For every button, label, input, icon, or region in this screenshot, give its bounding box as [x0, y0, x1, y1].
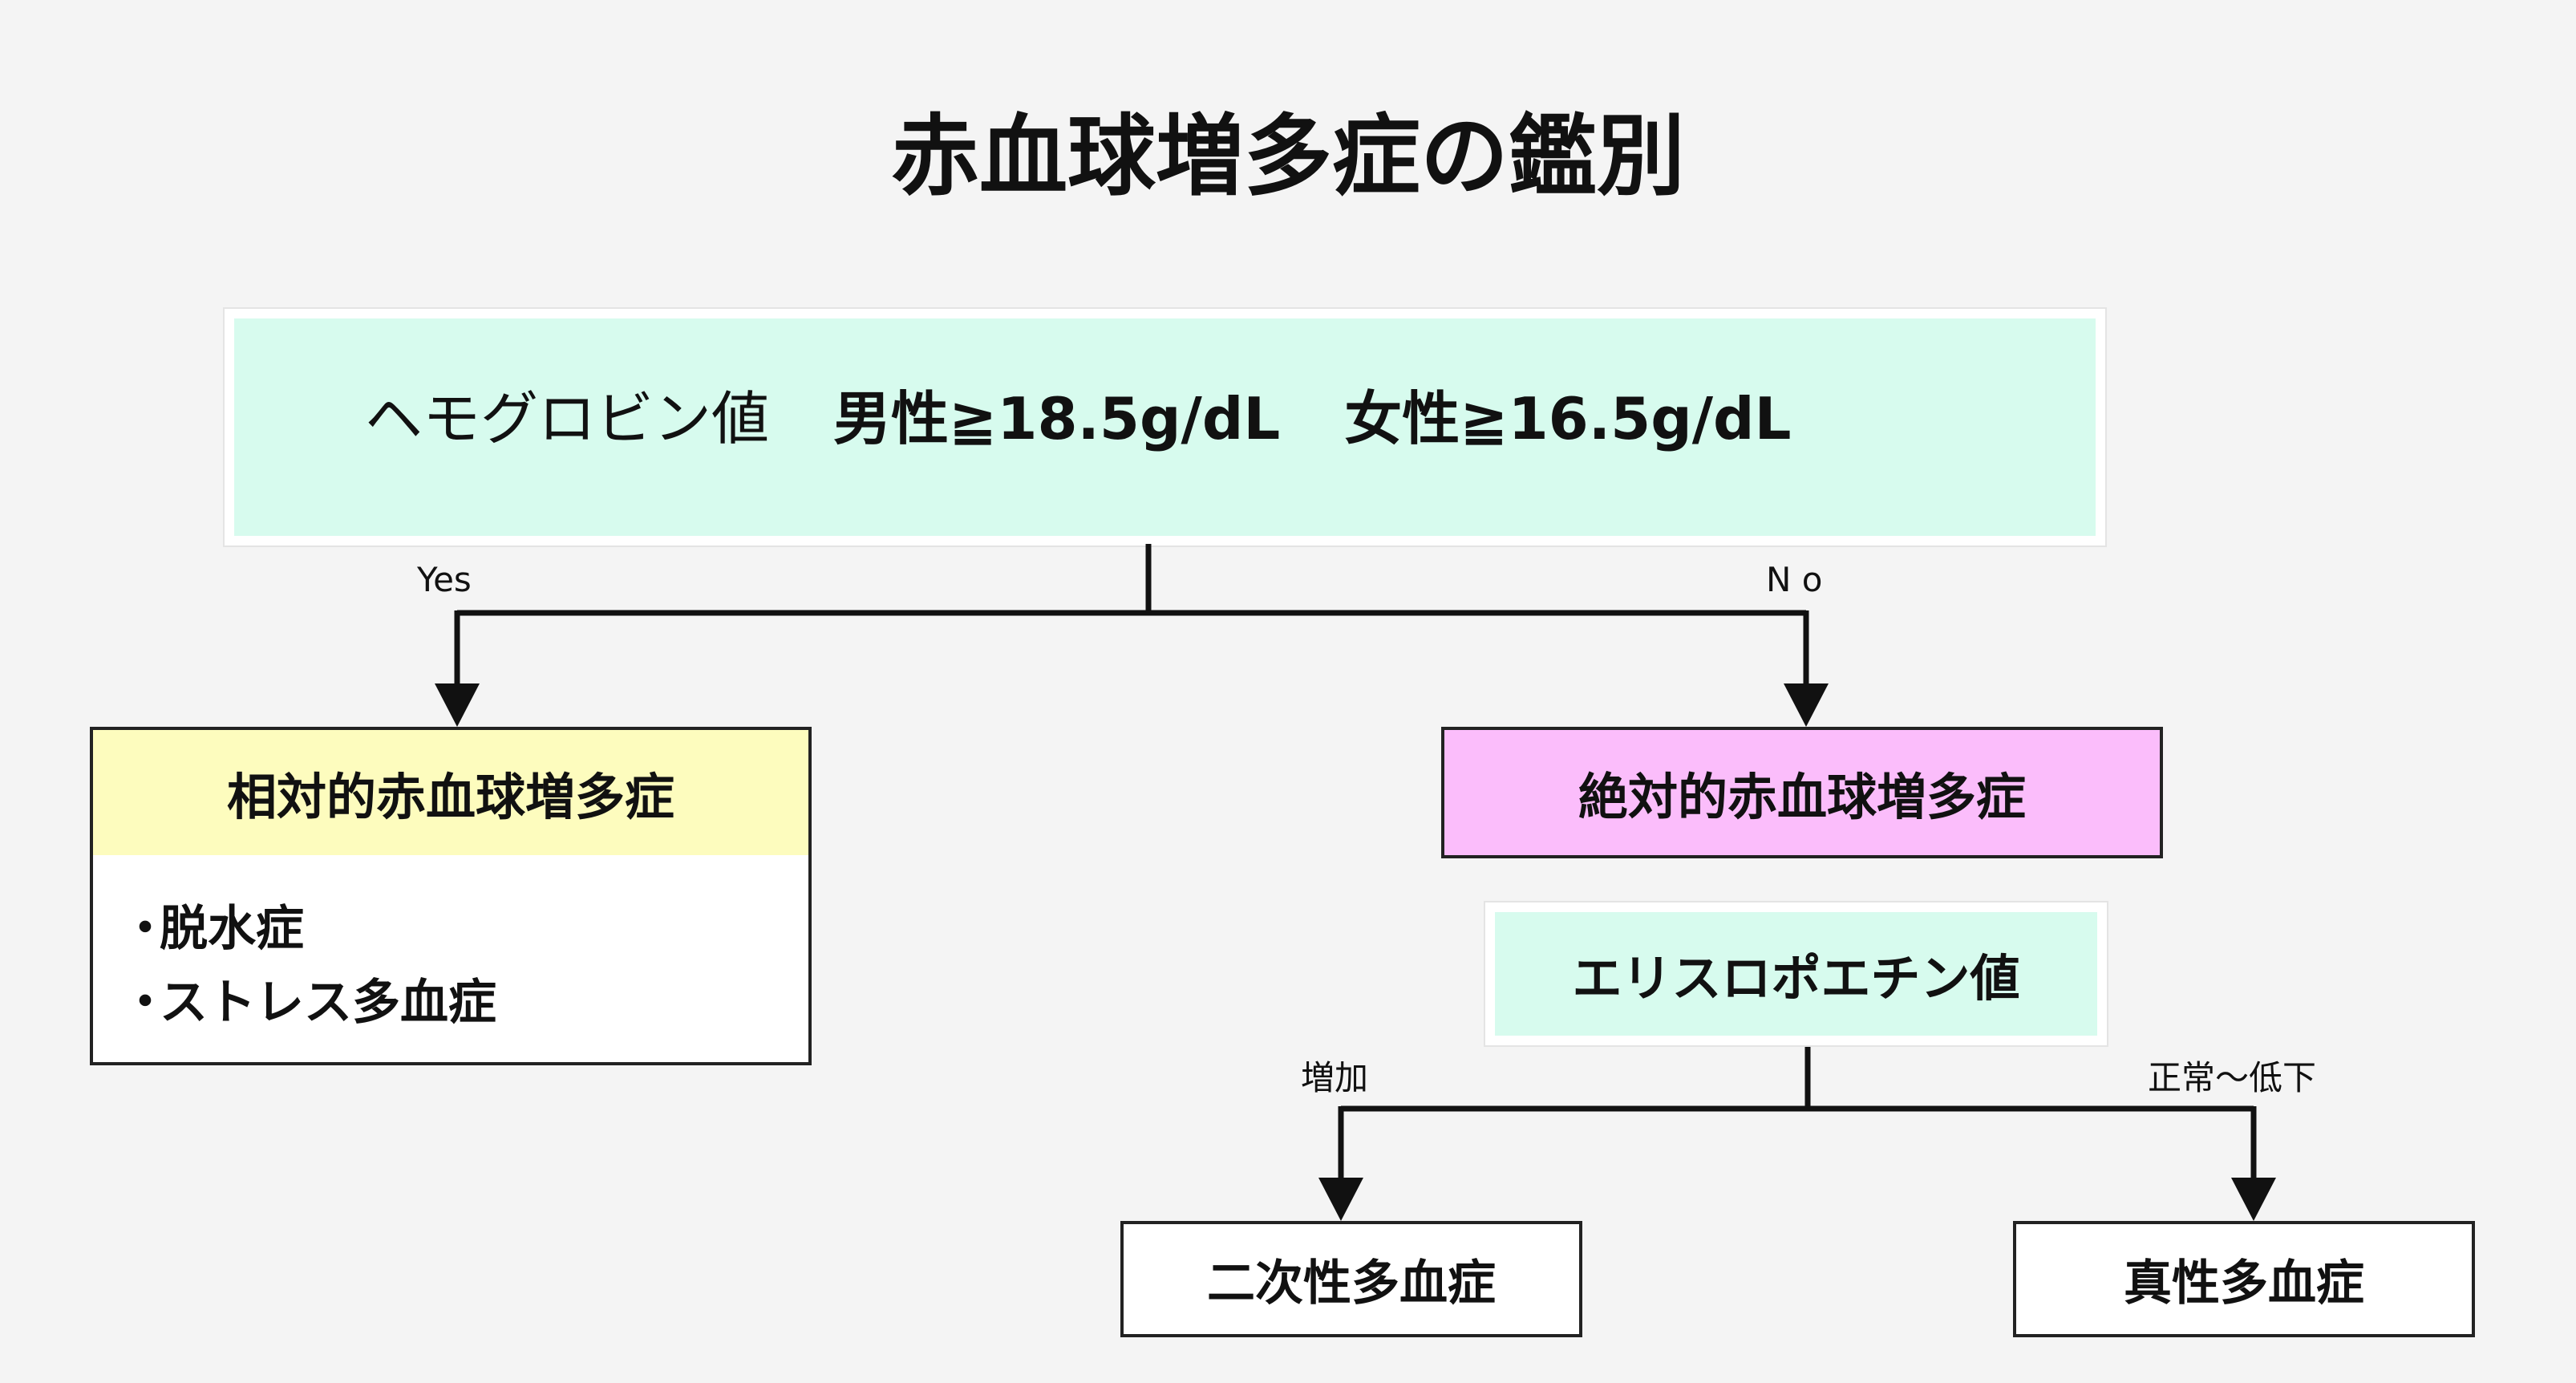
no-branch-label: N o — [1766, 560, 1823, 599]
normal-low-arrowhead — [2231, 1178, 2276, 1221]
polycythemia-vera-box: 真性多血症 — [2013, 1221, 2475, 1337]
list-item: ・ ストレス多血症 — [121, 961, 808, 1035]
secondary-polycythemia-box: 二次性多血症 — [1120, 1221, 1582, 1337]
list-item: ・ 脱水症 — [121, 887, 808, 961]
no-arrowhead — [1784, 683, 1829, 727]
cause-stress-polycythemia: ストレス多血症 — [160, 974, 496, 1031]
relative-causes-list: ・ 脱水症 ・ ストレス多血症 — [90, 855, 812, 1065]
increase-arrowhead — [1318, 1178, 1363, 1221]
hemoglobin-label: ヘモグロビン値 — [365, 384, 770, 452]
hemoglobin-criteria-box — [223, 307, 2107, 547]
bullet: ・ — [121, 974, 169, 1031]
yes-arrowhead — [435, 683, 480, 727]
hemoglobin-male-threshold: 男性≧18.5g/dL — [833, 384, 1281, 452]
bullet: ・ — [121, 900, 169, 957]
cause-dehydration: 脱水症 — [160, 900, 304, 957]
yes-branch-label: Yes — [417, 560, 472, 599]
diagram-title: 赤血球増多症の鑑別 — [891, 105, 1685, 208]
hemoglobin-female-threshold: 女性≧16.5g/dL — [1344, 384, 1792, 452]
epo-split-connector — [1338, 1045, 2257, 1184]
absolute-erythrocytosis-box: 絶対的赤血球増多症 — [1441, 727, 2163, 858]
normal-low-branch-label: 正常〜低下 — [2148, 1058, 2317, 1097]
relative-erythrocytosis-box: 相対的赤血球増多症 — [90, 727, 812, 858]
erythropoietin-box: エリスロポエチン値 — [1484, 901, 2108, 1047]
increase-branch-label: 増加 — [1301, 1058, 1369, 1097]
top-split-connector — [454, 544, 1809, 690]
hemoglobin-criteria-text: ヘモグロビン値 男性≧18.5g/dL 女性≧16.5g/dL — [365, 353, 1791, 473]
